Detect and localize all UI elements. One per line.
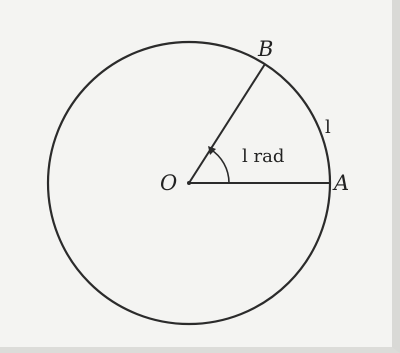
circle — [46, 40, 332, 326]
label-a: A — [332, 171, 349, 195]
circle-radian-diagram: O A B l l rad — [46, 37, 349, 326]
angle-arc — [209, 148, 230, 184]
radius-ob — [188, 63, 266, 184]
angle-arrowhead — [208, 146, 216, 155]
center-point — [187, 181, 191, 185]
label-b: B — [257, 37, 273, 61]
label-angle: l rad — [242, 146, 284, 167]
label-arc-length: l — [325, 117, 331, 138]
label-o: O — [160, 171, 177, 195]
